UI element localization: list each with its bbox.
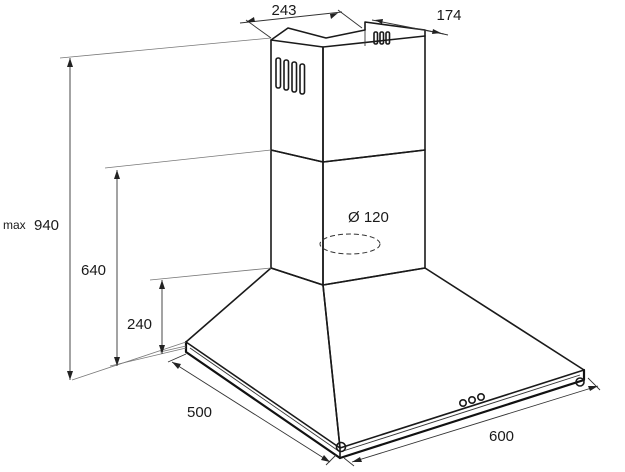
upper-chimney <box>270 21 426 163</box>
upper-chimney-side-face <box>322 35 426 163</box>
vent-slots-side <box>373 31 391 45</box>
dim-640-line <box>114 170 120 366</box>
dim-240-line <box>159 280 165 354</box>
dim-label-hood-height: 240 <box>127 316 152 333</box>
hood-corner-feet <box>335 377 585 453</box>
foot-icon <box>575 377 585 387</box>
dim-label-chimney-depth: 174 <box>436 7 461 24</box>
control-knob-icon <box>467 395 476 404</box>
hood-left-face <box>185 267 341 449</box>
dim-600-line <box>343 377 601 467</box>
lower-chimney-front-face <box>270 149 324 286</box>
hood-rim <box>184 340 586 460</box>
dim-label-hood-width: 600 <box>489 428 514 445</box>
vent-slots-front <box>275 57 306 95</box>
control-knob-icon <box>458 398 467 407</box>
upper-chimney-top-edge <box>270 27 366 41</box>
hood-canopy <box>184 267 586 460</box>
control-buttons <box>458 392 485 407</box>
dim-label-max-prefix: max <box>3 218 26 232</box>
reference-lines <box>59 37 272 381</box>
upper-chimney-top-rear <box>364 21 426 37</box>
duct-outlet-ellipse <box>319 233 381 255</box>
dim-940-line <box>67 58 73 380</box>
dim-label-max-height: 940 <box>34 217 59 234</box>
hood-rim-right <box>338 368 586 460</box>
dim-243-line <box>239 9 363 39</box>
foot-icon <box>335 441 347 453</box>
dim-174-line <box>371 19 449 36</box>
dim-label-hood-depth: 500 <box>187 404 212 421</box>
control-knob-icon <box>476 392 485 401</box>
dim-label-mid-height: 640 <box>81 262 106 279</box>
dim-500-line <box>167 353 337 466</box>
dim-label-duct-diameter: Ø 120 <box>348 209 389 226</box>
dim-label-chimney-width: 243 <box>271 2 296 19</box>
hood-rim-left <box>184 340 342 460</box>
